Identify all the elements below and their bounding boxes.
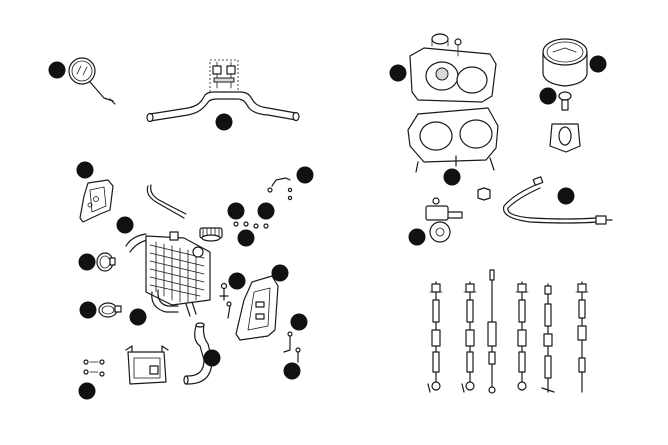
callout-dot: [237, 229, 255, 247]
fasteners-part: [83, 359, 105, 377]
mirror-part: [68, 57, 116, 105]
instrument-housing-cover-part: [409, 33, 497, 103]
callout-dot: [443, 168, 461, 186]
callout-dot: [228, 272, 246, 290]
bolt-set-part: [233, 177, 293, 229]
callout-dot: [296, 166, 314, 184]
control-cable-6: [575, 281, 589, 393]
control-cable-5: [541, 283, 555, 393]
speedo-cable-part: [502, 176, 613, 225]
callout-dot: [539, 87, 557, 105]
handlebar-part: [146, 59, 300, 123]
callout-dot: [408, 228, 426, 246]
callout-dot: [78, 253, 96, 271]
callout-dot: [589, 55, 607, 73]
radiator-cap-part: [199, 227, 223, 242]
callout-dot: [389, 64, 407, 82]
callout-dot: [78, 382, 96, 400]
bolts-part: [219, 282, 232, 319]
radiator-shroud-left-part: [79, 179, 114, 223]
nut-part: [477, 187, 491, 201]
speedometer-part: [542, 38, 588, 153]
breather-hose-part: [146, 184, 187, 219]
gear-drive-part: [425, 197, 463, 243]
bracket-part: [125, 345, 169, 385]
callout-dot: [129, 308, 147, 326]
callout-dot: [79, 301, 97, 319]
radiator-shroud-right-part: [235, 275, 279, 341]
callout-dot: [557, 187, 575, 205]
control-cable-1: [427, 281, 443, 393]
callout-dot: [48, 61, 66, 79]
control-cable-2: [461, 281, 477, 393]
callout-dot: [290, 313, 308, 331]
control-cable-3: [487, 269, 497, 394]
control-cables-part: [427, 269, 589, 394]
callout-dot: [257, 202, 275, 220]
callout-dot: [271, 264, 289, 282]
callouts: [48, 55, 607, 400]
callout-dot: [203, 349, 221, 367]
callout-dot: [116, 216, 134, 234]
callout-dot: [215, 113, 233, 131]
callout-dot: [76, 161, 94, 179]
hose-clamp-lower-part: [98, 302, 122, 318]
callout-dot: [283, 362, 301, 380]
control-cable-4: [515, 281, 529, 391]
radiator-part: [125, 231, 211, 317]
callout-dot: [227, 202, 245, 220]
hose-clamp-part: [96, 252, 116, 272]
instrument-bracket-part: [407, 107, 499, 173]
small-bolts-part: [283, 331, 301, 363]
